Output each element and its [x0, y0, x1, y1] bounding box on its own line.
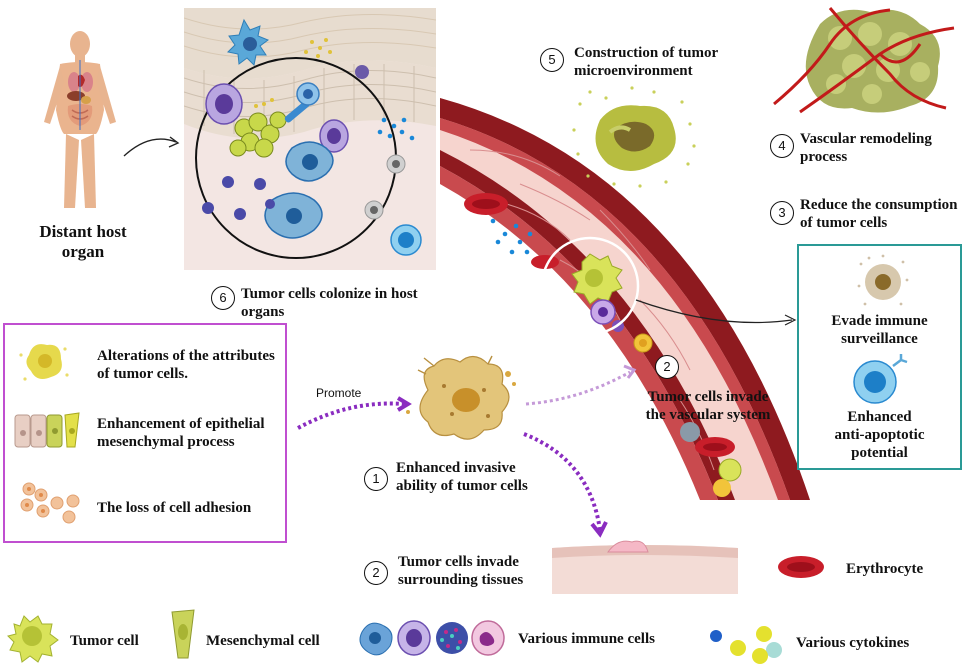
immune-cells-legend-label: Various immune cells — [518, 631, 655, 647]
step-3-number: 3 — [770, 201, 794, 225]
tumor-cell-legend-icon — [7, 615, 59, 663]
item-2-label: Enhancement of epithelial mesenchymal pr… — [97, 416, 265, 450]
host-organ-label: Distant host organ — [39, 222, 127, 261]
item-3-label: The loss of cell adhesion — [97, 500, 252, 516]
cell-adhesion-loss-icon — [20, 482, 80, 524]
step-2b-number: 2 — [364, 561, 388, 585]
tumor-attributes-panel: Alterations of the attributes of tumor c… — [3, 323, 287, 543]
erythrocyte-legend-icon — [778, 556, 824, 578]
mesenchymal-cell-legend-label: Mesenchymal cell — [206, 633, 320, 649]
evading-tumor-cell-icon — [857, 254, 909, 306]
step-6-label: Tumor cells colonize in host organs — [241, 286, 418, 320]
altered-tumor-cell-icon — [19, 344, 69, 381]
step-1-label: Enhanced invasive ability of tumor cells — [396, 460, 528, 494]
step-2b-label: Tumor cells invade surrounding tissues — [398, 554, 524, 588]
cytokines-legend-icon — [710, 626, 782, 664]
mesenchymal-cell-legend-icon — [171, 609, 195, 659]
host-tissue-panel — [184, 8, 436, 270]
cytokines-legend-label: Various cytokines — [796, 635, 910, 651]
step-1-number: 1 — [364, 467, 388, 491]
anti-apoptotic-label: Enhanced anti-apoptotic potential — [834, 409, 925, 461]
tissue-illustration — [184, 8, 436, 259]
surrounding-tissue-icon — [552, 540, 738, 594]
curved-arrow-icon — [123, 136, 180, 157]
vascular-remodeling-icon — [773, 7, 955, 114]
item-1-label: Alterations of the attributes of tumor c… — [97, 348, 275, 382]
human-body-icon — [44, 31, 116, 208]
immune-cells-legend-icon — [359, 620, 505, 656]
step-2a-label: Tumor cells invade the vascular system — [645, 389, 771, 423]
anti-apoptotic-cell-icon — [853, 354, 908, 404]
step-6-number: 6 — [211, 286, 235, 310]
tumor-cell-legend-label: Tumor cell — [70, 633, 139, 649]
erythrocyte-legend-label: Erythrocyte — [846, 561, 924, 577]
emt-cells-icon — [14, 412, 80, 448]
step-3-label: Reduce the consumption of tumor cells — [800, 197, 958, 231]
invasive-tumor-cell-icon — [406, 355, 516, 440]
promote-label: Promote — [316, 386, 362, 400]
step-4-number: 4 — [770, 134, 794, 158]
evade-label: Evade immune surveillance — [831, 313, 928, 347]
step-2a-number: 2 — [655, 355, 679, 379]
step-4-label: Vascular remodeling process — [800, 131, 932, 165]
step-5-label: Construction of tumor microenvironment — [574, 45, 719, 79]
step-5-number: 5 — [540, 48, 564, 72]
immune-evasion-panel: Evade immune surveillance Enhanced anti-… — [797, 244, 962, 470]
tumor-microenvironment-icon — [572, 86, 696, 188]
